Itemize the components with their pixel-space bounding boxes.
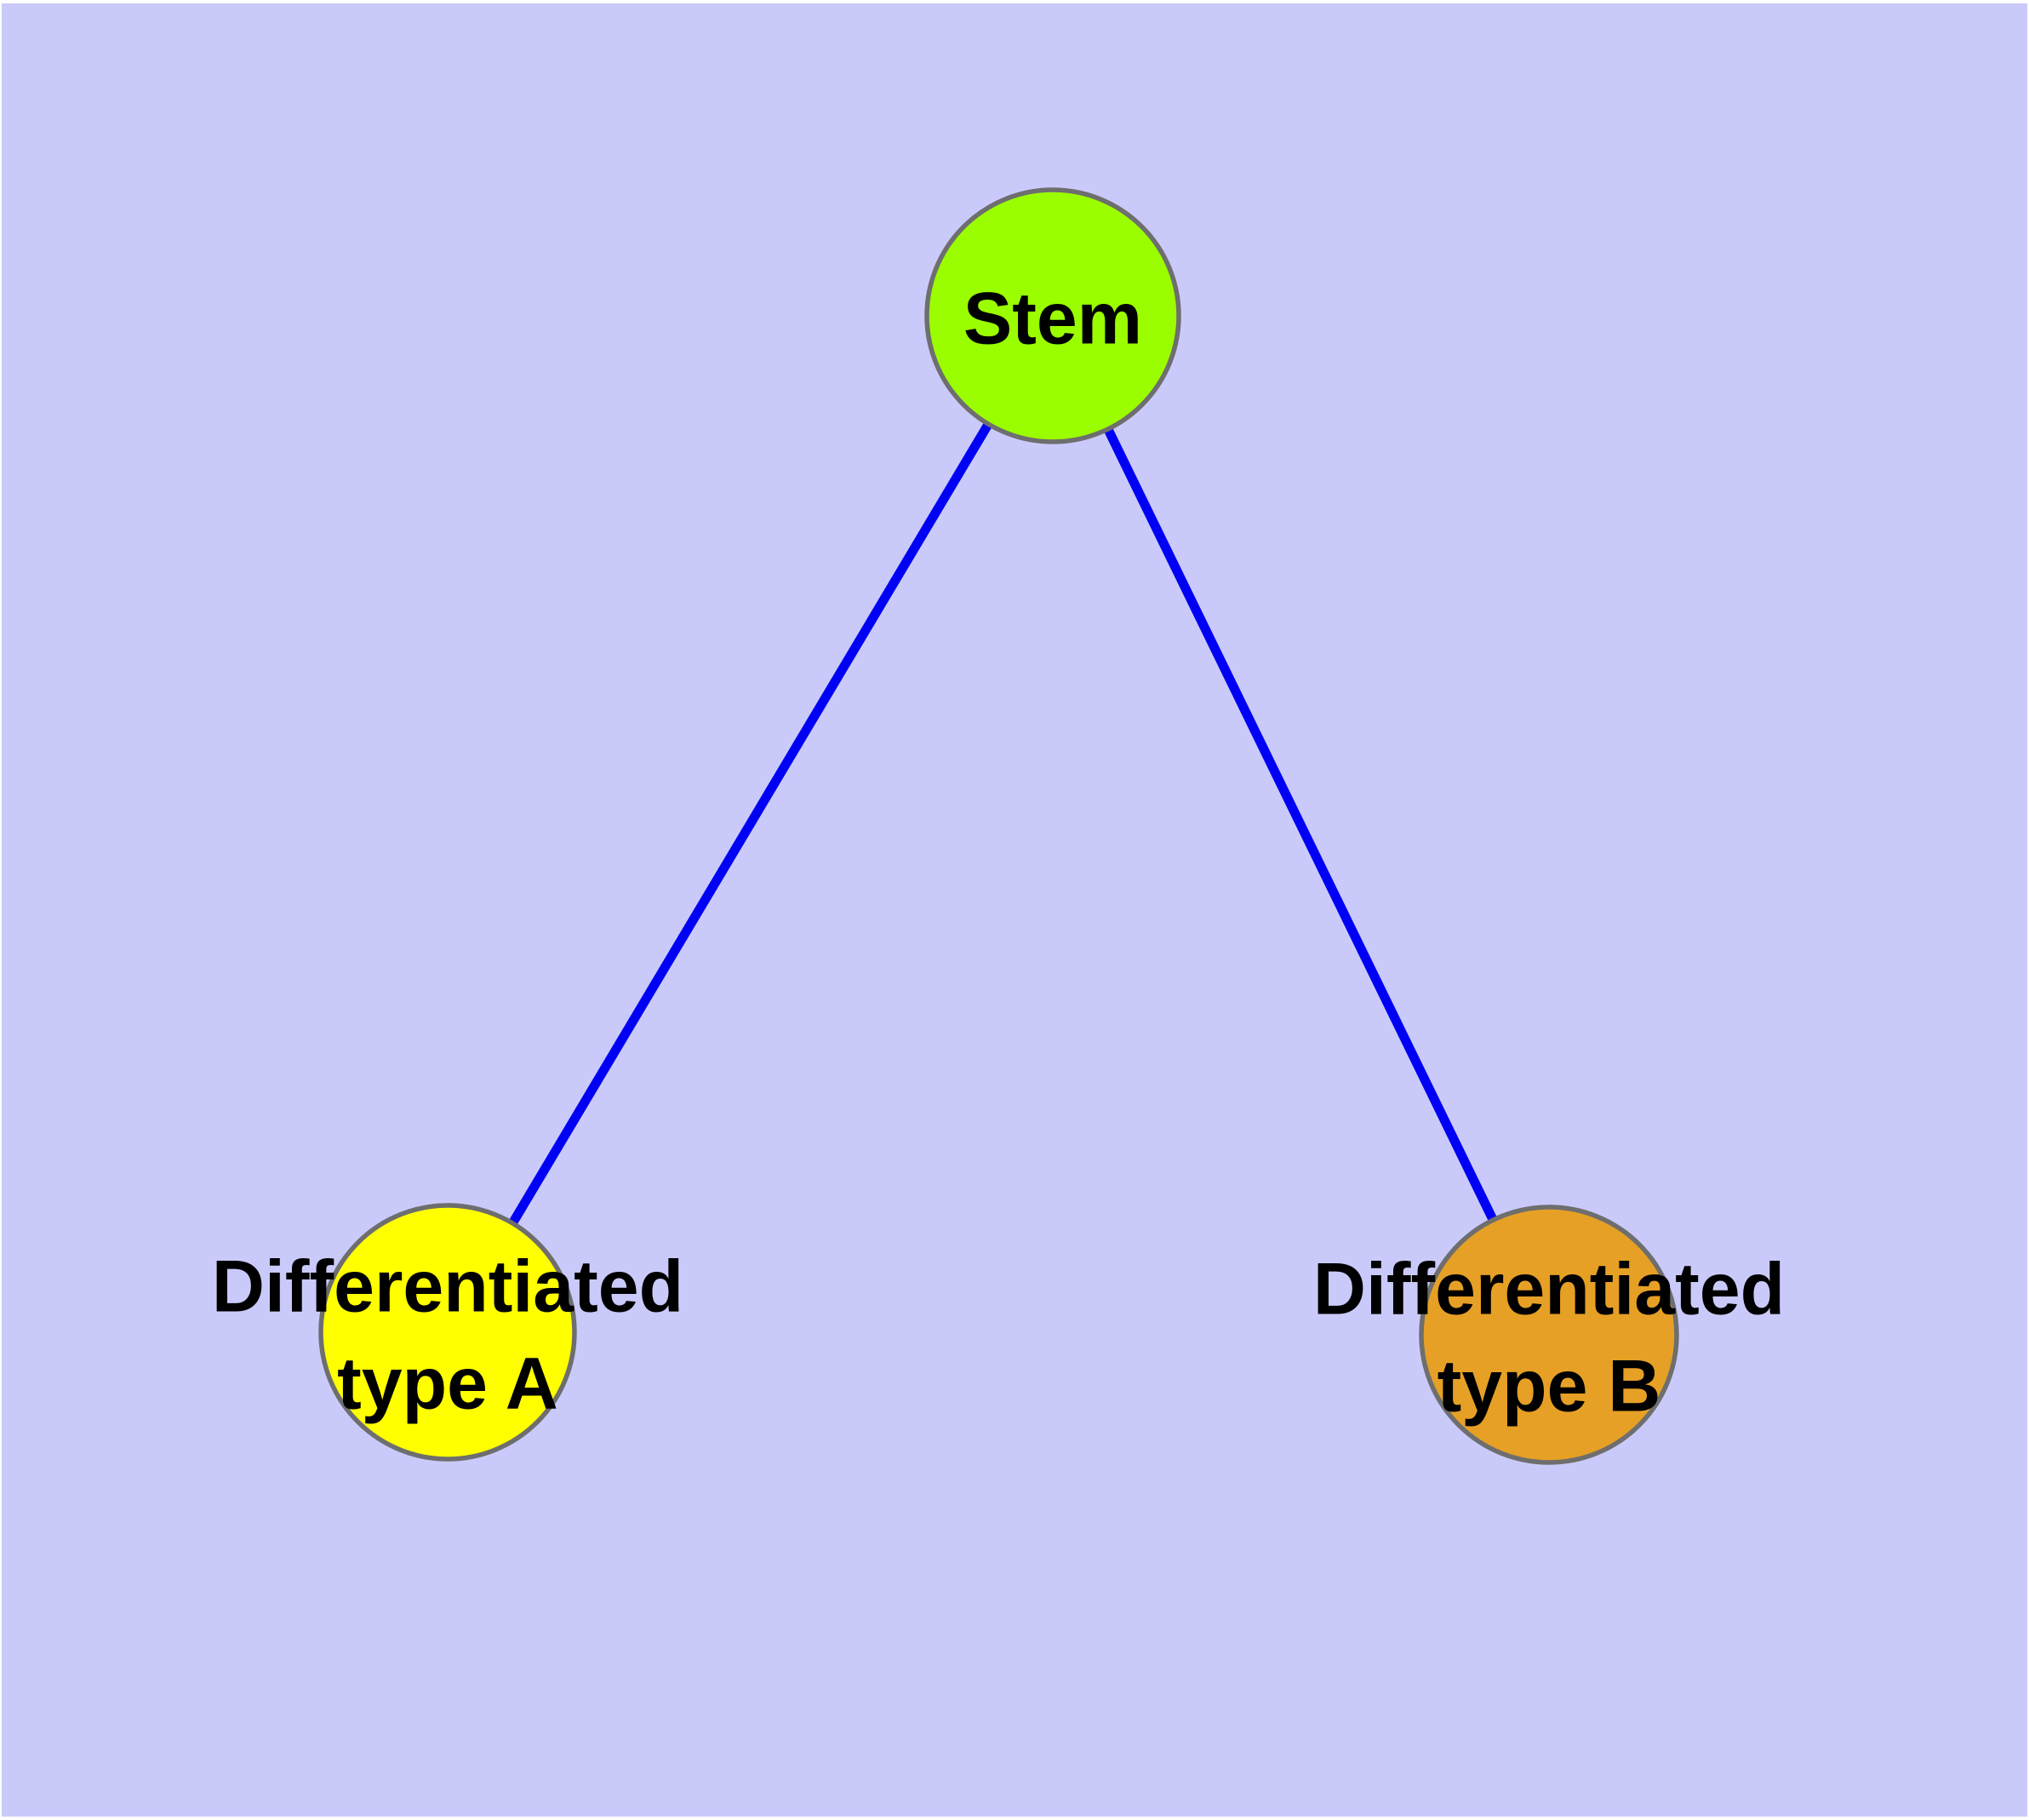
edge-stem-to-diff-type-b xyxy=(1049,313,1553,1337)
node-diff-type-a-label-line-2: type A xyxy=(337,1343,558,1425)
node-diff-type-b xyxy=(1419,1205,1679,1465)
node-stem-label-line-1: Stem xyxy=(963,278,1142,360)
edge-stem-to-diff-type-a xyxy=(443,313,1057,1335)
node-diff-type-b-label-line-1: Differentiated xyxy=(1313,1249,1785,1331)
node-diff-type-a-label-line-1: Differentiated xyxy=(212,1246,683,1328)
node-stem xyxy=(924,187,1181,444)
node-diff-type-b-label-line-2: type B xyxy=(1437,1346,1661,1428)
node-diff-type-a xyxy=(318,1203,577,1462)
